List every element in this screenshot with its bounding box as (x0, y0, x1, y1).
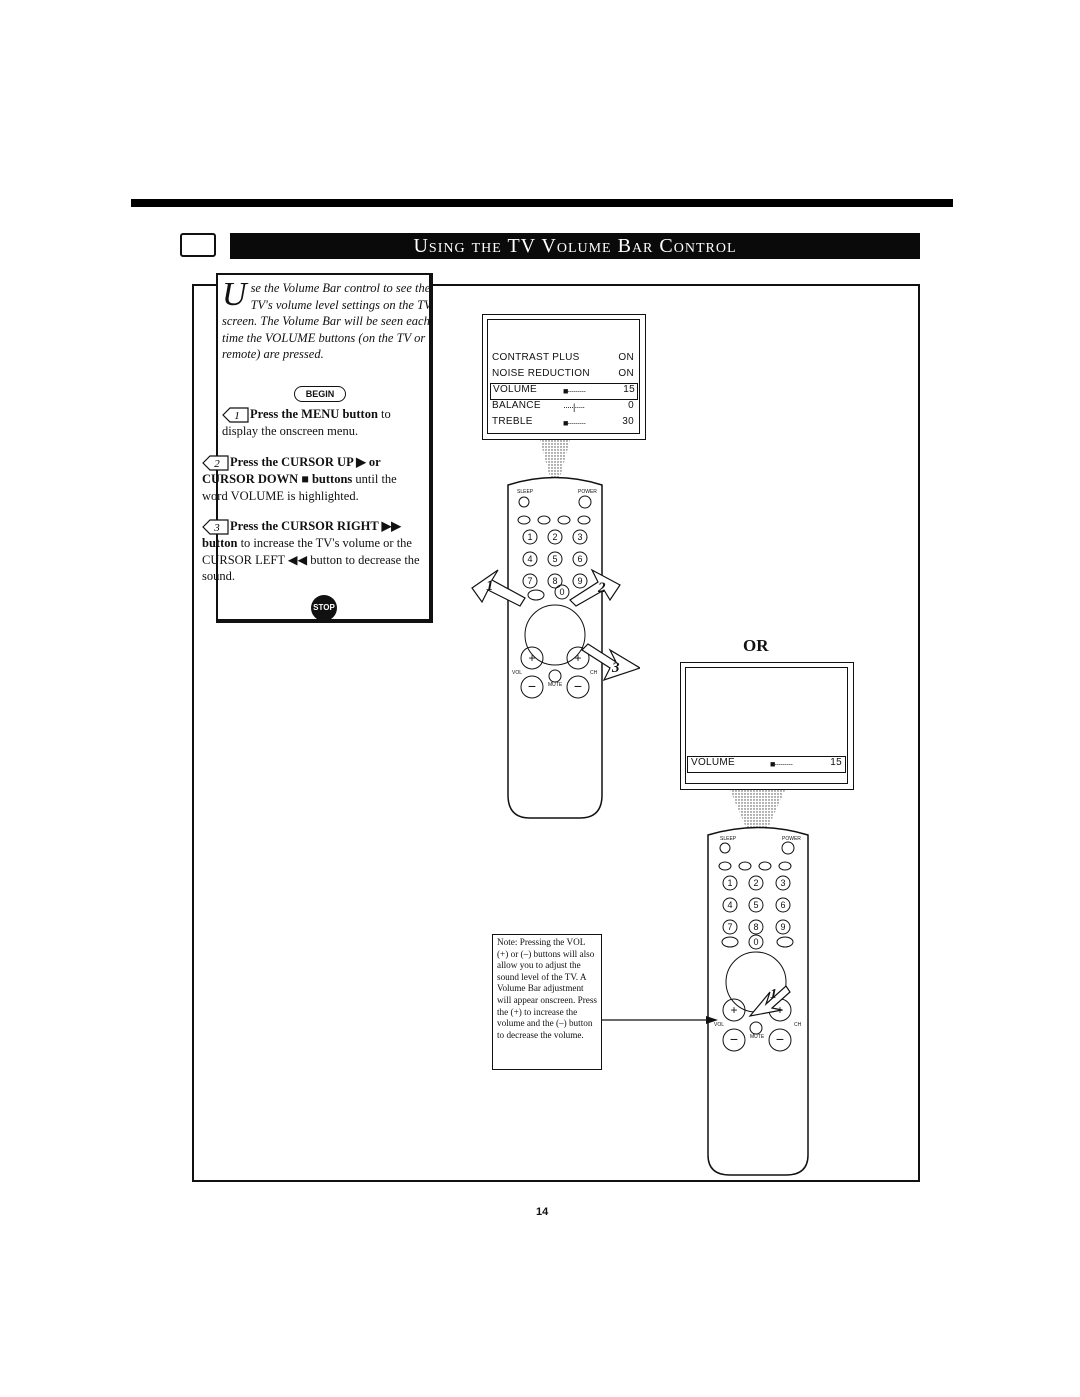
step-2-arrow-icon: 2 (202, 455, 230, 471)
svg-text:6: 6 (780, 900, 785, 910)
svg-text:MUTE: MUTE (750, 1034, 765, 1040)
ir-beam-icon-2 (730, 790, 785, 832)
svg-text:8: 8 (552, 576, 557, 586)
step-2-bold: Press the CURSOR UP ▶ or CURSOR DOWN ■ b… (202, 455, 381, 487)
menu-row-treble: TREBLE■·········30 (492, 416, 634, 428)
step-2: 2 Press the CURSOR UP ▶ or CURSOR DOWN ■… (202, 454, 422, 504)
step-2-text: until the word VOLUME is highlighted. (202, 472, 397, 503)
svg-text:7: 7 (527, 576, 532, 586)
step-1-text: to display the onscreen menu. (222, 407, 391, 439)
menu-row-balance: BALANCE·····|·····0 (492, 400, 634, 412)
svg-text:5: 5 (753, 900, 758, 910)
or-label: OR (743, 636, 769, 655)
callout-1-label: 1 (486, 578, 494, 594)
menu-row-volume: VOLUME■·········15 (490, 383, 638, 400)
svg-text:1: 1 (527, 532, 532, 542)
ir-beam-icon (540, 440, 570, 485)
svg-text:CH: CH (794, 1022, 802, 1028)
remote-control-1: 1 2 3 4 5 6 7 8 9 0 + + − − SLEEP POWER VOL CH M… (471, 440, 640, 819)
step-1-arrow-icon: 1 (222, 407, 250, 423)
svg-text:5: 5 (552, 554, 557, 564)
svg-text:7: 7 (727, 922, 732, 932)
step-3-bold: Press the CURSOR RIGHT ▶▶ button (202, 519, 401, 551)
content-frame (192, 284, 920, 1182)
callout-3-label: 3 (611, 660, 620, 676)
drop-cap: U (222, 276, 247, 313)
step-1: 1 Press the MENU button to display the o… (222, 406, 422, 440)
svg-text:6: 6 (577, 554, 582, 564)
svg-text:4: 4 (527, 554, 532, 564)
step-1-number: 1 (234, 410, 240, 422)
svg-text:1: 1 (727, 878, 732, 888)
svg-text:+: + (574, 651, 581, 665)
svg-text:POWER: POWER (578, 489, 597, 495)
step-3: 3 Press the CURSOR RIGHT ▶▶ button to in… (202, 518, 427, 585)
svg-text:0: 0 (753, 937, 758, 947)
page-number: 14 (536, 1206, 549, 1218)
svg-text:CH: CH (590, 670, 598, 676)
svg-text:−: − (528, 678, 536, 694)
svg-text:3: 3 (577, 532, 582, 542)
svg-text:0: 0 (559, 587, 564, 597)
svg-text:1: 1 (770, 987, 777, 1002)
tv-screen-volume-inner: VOLUME■·········15 (685, 667, 848, 784)
svg-text:−: − (730, 1031, 738, 1047)
svg-text:MUTE: MUTE (548, 682, 563, 688)
checkbox-icon (180, 233, 216, 257)
svg-text:9: 9 (577, 576, 582, 586)
svg-text:POWER: POWER (782, 836, 801, 842)
top-rule (131, 199, 953, 207)
svg-text:+: + (528, 651, 535, 665)
intro-text: se the Volume Bar control to see the TV'… (222, 281, 432, 362)
svg-text:8: 8 (753, 922, 758, 932)
svg-text:3: 3 (780, 878, 785, 888)
svg-text:+: + (730, 1003, 737, 1017)
page-title: Using the TV Volume Bar Control (230, 233, 920, 259)
svg-text:2: 2 (552, 532, 557, 542)
remote-control-2: 123 456 789 0 ++ −− SLEEP POWER VOL CH M… (707, 790, 809, 1176)
instruction-box (216, 273, 433, 623)
step-3-arrow-icon: 3 (202, 519, 230, 535)
step-2-number: 2 (214, 458, 220, 470)
step-3-number: 3 (213, 522, 220, 534)
svg-text:2: 2 (753, 878, 758, 888)
svg-text:SLEEP: SLEEP (720, 836, 737, 842)
svg-text:SLEEP: SLEEP (517, 489, 534, 495)
stop-badge: STOP (311, 595, 337, 621)
step-3-text: to increase the TV's volume or the CURSO… (202, 536, 420, 584)
svg-text:−: − (574, 678, 582, 694)
svg-text:−: − (776, 1031, 784, 1047)
volume-bar-row: VOLUME■·········15 (687, 756, 846, 773)
begin-badge: BEGIN (294, 386, 346, 402)
step-1-bold: Press the MENU button (250, 407, 378, 421)
svg-text:9: 9 (780, 922, 785, 932)
note-box: Note: Pressing the VOL (+) or (–) button… (492, 934, 602, 1070)
svg-text:VOL: VOL (512, 670, 522, 676)
note-leader-line (602, 1016, 718, 1024)
tv-screen-volume: VOLUME■·········15 (680, 662, 854, 790)
callout-2-label: 2 (597, 580, 606, 596)
svg-text:4: 4 (727, 900, 732, 910)
svg-text:VOL: VOL (714, 1022, 724, 1028)
